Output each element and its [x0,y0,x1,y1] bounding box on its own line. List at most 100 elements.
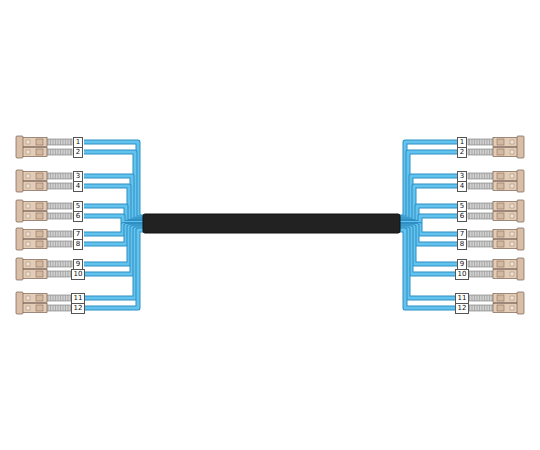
boot-rib [492,295,493,301]
sc-ferrule [510,272,514,276]
connector-boot [46,261,72,267]
sc-ferrule [510,214,514,218]
connector-boot [468,261,494,267]
boot-rib [58,139,59,145]
sc-connector-body [22,270,47,279]
fiber [397,176,459,219]
sc-latch [36,305,43,311]
boot-rib [48,295,49,301]
boot-rib [484,183,485,189]
duplex-clip [517,292,524,314]
boot-rib [487,203,488,209]
boot-rib [70,173,71,179]
boot-rib [60,139,61,145]
boot-rib [63,183,64,189]
fiber-outline [397,176,459,219]
boot-rib [58,295,59,301]
boot-rib [477,305,478,311]
fiber [84,176,146,219]
fiber-number: 10 [455,269,470,280]
boot-rib [484,305,485,311]
boot-rib [55,261,56,267]
cable-jacket [143,214,400,233]
connector-boot [468,271,494,277]
boot-rib [492,213,493,219]
fiber-number: 4 [457,181,467,192]
boot-rib [479,231,480,237]
boot-rib [65,305,66,311]
duplex-clip [16,292,23,314]
sc-ferrule [510,242,514,246]
connector-boot [468,241,494,247]
sc-ferrule [510,232,514,236]
boot-rib [60,261,61,267]
sc-ferrule [510,174,514,178]
boot-rib [489,183,490,189]
connector-boot [468,213,494,219]
boot-rib [70,261,71,267]
boot-rib [479,261,480,267]
boot-rib [482,295,483,301]
connector-boot [468,173,494,179]
fiber-number: 6 [457,211,467,222]
sc-connector-body [22,148,47,157]
boot-rib [63,149,64,155]
boot-rib [63,213,64,219]
boot-rib [63,271,64,277]
sc-latch [497,183,504,189]
sc-ferrule [26,232,30,236]
boot-rib [53,139,54,145]
boot-rib [489,149,490,155]
boot-rib [63,203,64,209]
sc-ferrule [510,262,514,266]
boot-rib [477,149,478,155]
boot-rib [487,139,488,145]
boot-rib [53,203,54,209]
boot-rib [70,241,71,247]
sc-latch [497,139,504,145]
boot-rib [68,231,69,237]
sc-ferrule [26,214,30,218]
boot-rib [68,183,69,189]
boot-rib [474,213,475,219]
boot-rib [50,203,51,209]
boot-rib [50,295,51,301]
boot-rib [50,149,51,155]
boot-rib [487,213,488,219]
boot-rib [48,183,49,189]
connector-boot [468,305,494,311]
boot-rib [472,261,473,267]
boot-rib [50,271,51,277]
boot-rib [53,271,54,277]
boot-rib [58,231,59,237]
connector-group [16,136,524,314]
connector-boot [46,203,72,209]
sc-latch [36,213,43,219]
boot-rib [492,149,493,155]
fiber-outline [397,216,459,223]
connector-boot [46,149,72,155]
boot-rib [477,173,478,179]
boot-rib [479,213,480,219]
sc-connector-body [493,212,518,221]
boot-rib [55,149,56,155]
boot-rib [492,305,493,311]
boot-rib [472,173,473,179]
boot-rib [55,241,56,247]
boot-rib [48,149,49,155]
boot-rib [489,213,490,219]
connector-boot [46,231,72,237]
connector-boot [46,295,72,301]
boot-rib [55,271,56,277]
boot-rib [53,305,54,311]
boot-rib [492,139,493,145]
boot-rib [58,271,59,277]
boot-rib [489,295,490,301]
boot-rib [472,149,473,155]
sc-latch [497,149,504,155]
fiber [397,230,459,308]
fiber-number: 4 [73,181,83,192]
duplex-clip [517,136,524,158]
sc-latch [36,173,43,179]
boot-rib [48,305,49,311]
